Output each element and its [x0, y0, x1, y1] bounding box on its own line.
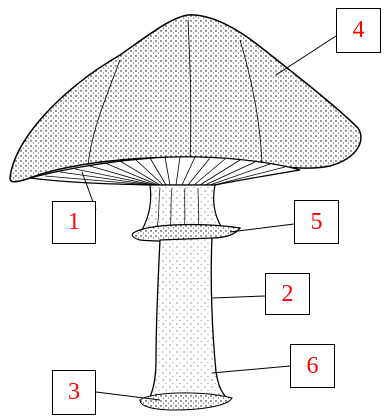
leader-line-2 — [212, 296, 265, 298]
mushroom-base — [140, 393, 232, 410]
leader-line-6 — [212, 366, 290, 373]
label-5: 5 — [294, 200, 339, 244]
label-4: 4 — [336, 8, 381, 53]
label-1: 1 — [52, 201, 96, 244]
label-6: 6 — [290, 344, 335, 388]
label-2: 2 — [265, 273, 310, 315]
leader-line-4 — [276, 36, 336, 75]
upper-stipe — [142, 185, 222, 230]
label-3: 3 — [52, 370, 96, 415]
